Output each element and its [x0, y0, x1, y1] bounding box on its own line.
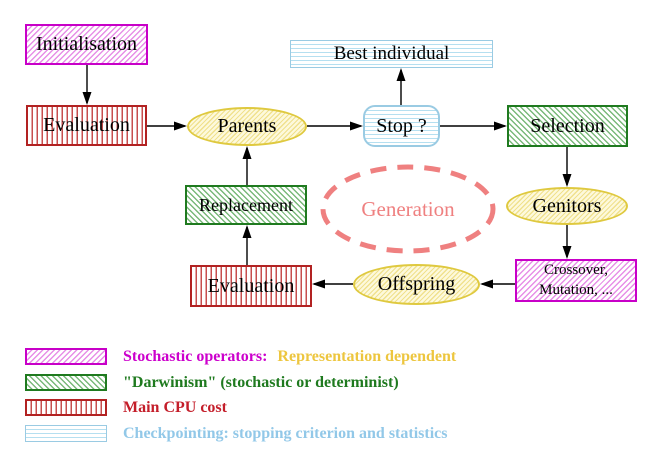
legend-label-stochastic-operators: Stochastic operators: — [123, 348, 268, 365]
node-selection: Selection — [507, 105, 628, 147]
node-initialisation: Initialisation — [25, 24, 148, 65]
node-crossover-mutation: Crossover, Mutation, ... — [515, 259, 637, 302]
node-stop-label: Stop ? — [376, 114, 427, 137]
legend-row-checkpointing: Checkpointing: stopping criterion and st… — [25, 424, 447, 443]
legend-swatch-green-diagonal-hatch — [25, 374, 107, 391]
node-evaluation-top: Evaluation — [26, 105, 147, 146]
node-offspring: Offspring — [353, 264, 480, 305]
node-evaluation-bottom-label: Evaluation — [207, 274, 295, 297]
node-initialisation-label: Initialisation — [35, 33, 138, 55]
node-genitors: Genitors — [506, 187, 628, 225]
node-best-individual-label: Best individual — [333, 43, 450, 65]
legend-row-stochastic: Stochastic operators: Representation dep… — [25, 347, 456, 366]
legend-swatch-red-vertical-stripes — [25, 399, 107, 416]
node-crossover-line2: Mutation, ... — [539, 281, 613, 298]
node-crossover-line1: Crossover, — [544, 262, 608, 278]
node-offspring-label: Offspring — [377, 273, 456, 295]
legend-label-main-cpu-cost: Main CPU cost — [123, 399, 227, 416]
legend-label-representation-dependent: Representation dependent — [277, 348, 457, 365]
node-parents: Parents — [187, 107, 307, 146]
legend-swatch-magenta-diagonal-hatch — [25, 348, 107, 365]
legend-label-checkpointing: Checkpointing: stopping criterion and st… — [123, 425, 448, 442]
node-replacement: Replacement — [185, 185, 307, 225]
legend-label-darwinism: "Darwinism" (stochastic or determinist) — [123, 374, 399, 391]
node-evaluation-bottom: Evaluation — [190, 265, 312, 307]
generation-loop-label: Generation — [361, 196, 455, 221]
node-evaluation-top-label: Evaluation — [43, 114, 130, 136]
node-parents-label: Parents — [217, 115, 277, 137]
node-selection-label: Selection — [530, 114, 605, 137]
node-stop: Stop ? — [363, 105, 440, 147]
legend-swatch-blue-horizontal-stripes — [25, 425, 107, 442]
node-genitors-label: Genitors — [532, 194, 602, 217]
legend-row-darwinism: "Darwinism" (stochastic or determinist) — [25, 373, 399, 392]
node-best-individual: Best individual — [290, 40, 493, 68]
legend-row-cpu-cost: Main CPU cost — [25, 398, 227, 417]
node-replacement-label: Replacement — [199, 194, 293, 215]
